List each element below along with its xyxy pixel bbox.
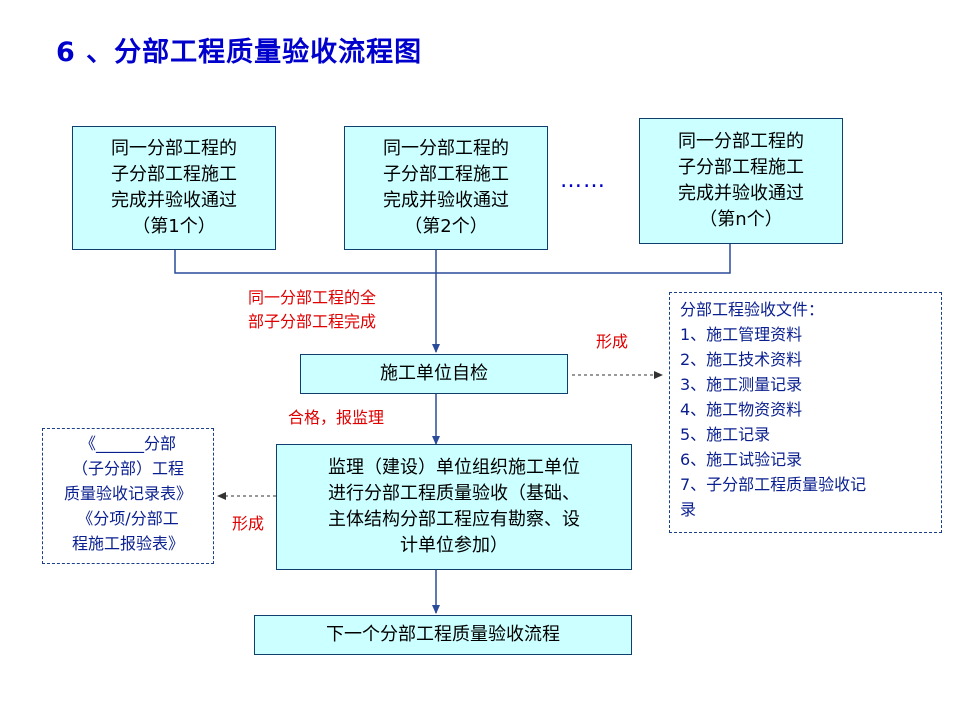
next-process-box[interactable]: 下一个分部工程质量验收流程 bbox=[254, 615, 632, 655]
subproject-box-n[interactable]: 同一分部工程的 子分部工程施工 完成并验收通过 （第n个） bbox=[639, 118, 843, 244]
label-form-forms: 形成 bbox=[232, 514, 265, 533]
forms-line: （子分部）工程 bbox=[71, 459, 184, 478]
files-item: 1、施工管理资料 bbox=[680, 325, 803, 344]
forms-line: 程施工报验表》 bbox=[71, 534, 184, 553]
subproject-box-2-line: （第2个） bbox=[404, 216, 488, 237]
files-item: 7、子分部工程质量验收记 bbox=[680, 475, 867, 494]
acceptance-files-box: 分部工程验收文件： 1、施工管理资料 2、施工技术资料 3、施工测量记录 4、施… bbox=[669, 292, 942, 533]
files-item: 2、施工技术资料 bbox=[680, 350, 803, 369]
acceptance-line: 主体结构分部工程应有勘察、设 bbox=[328, 509, 580, 530]
forms-line: 《______分部 bbox=[79, 434, 176, 453]
forms-line: 质量验收记录表》 bbox=[63, 484, 192, 503]
label-form-files: 形成 bbox=[596, 332, 629, 351]
subproject-box-1-line: 完成并验收通过 bbox=[111, 190, 237, 211]
subproject-box-2-line: 完成并验收通过 bbox=[383, 190, 509, 211]
files-item: 3、施工测量记录 bbox=[680, 375, 803, 394]
subproject-box-1-line: 同一分部工程的 bbox=[111, 138, 237, 159]
subproject-box-n-line: （第n个） bbox=[699, 209, 783, 230]
self-check-label: 施工单位自检 bbox=[380, 363, 488, 384]
ellipsis-more-subprojects: …… bbox=[560, 168, 606, 193]
acceptance-box[interactable]: 监理（建设）单位组织施工单位 进行分部工程质量验收（基础、 主体结构分部工程应有… bbox=[276, 444, 632, 570]
subproject-box-2-line: 子分部工程施工 bbox=[383, 164, 509, 185]
page-title: 6 、分部工程质量验收流程图 bbox=[56, 37, 423, 68]
label-pass-report: 合格，报监理 bbox=[288, 408, 385, 427]
subproject-box-1[interactable]: 同一分部工程的 子分部工程施工 完成并验收通过 （第1个） bbox=[72, 126, 276, 250]
subproject-box-n-line: 同一分部工程的 bbox=[678, 131, 804, 152]
label-all-subprojects-complete: 同一分部工程的全 部子分部工程完成 bbox=[248, 286, 376, 334]
subproject-box-n-line: 子分部工程施工 bbox=[678, 157, 804, 178]
subproject-box-1-line: 子分部工程施工 bbox=[111, 164, 237, 185]
subproject-box-1-line: （第1个） bbox=[132, 216, 216, 237]
acceptance-line: 进行分部工程质量验收（基础、 bbox=[328, 483, 580, 504]
subproject-box-n-line: 完成并验收通过 bbox=[678, 183, 804, 204]
forms-line: 《分项/分部工 bbox=[77, 509, 179, 528]
next-process-label: 下一个分部工程质量验收流程 bbox=[326, 624, 560, 645]
join-line bbox=[174, 244, 731, 274]
label-all-complete-line: 同一分部工程的全 bbox=[248, 288, 377, 307]
subproject-box-2[interactable]: 同一分部工程的 子分部工程施工 完成并验收通过 （第2个） bbox=[344, 126, 548, 250]
files-item: 4、施工物资资料 bbox=[680, 400, 803, 419]
files-item: 5、施工记录 bbox=[680, 425, 771, 444]
files-item: 录 bbox=[680, 500, 697, 519]
self-check-box[interactable]: 施工单位自检 bbox=[300, 354, 568, 394]
files-item: 6、施工试验记录 bbox=[680, 450, 803, 469]
acceptance-line: 计单位参加） bbox=[400, 535, 508, 556]
subproject-box-2-line: 同一分部工程的 bbox=[383, 138, 509, 159]
label-all-complete-line: 部子分部工程完成 bbox=[248, 312, 377, 331]
acceptance-line: 监理（建设）单位组织施工单位 bbox=[328, 457, 580, 478]
files-heading: 分部工程验收文件： bbox=[680, 300, 825, 319]
acceptance-forms-box: 《______分部 （子分部）工程 质量验收记录表》 《分项/分部工 程施工报验… bbox=[42, 428, 214, 564]
